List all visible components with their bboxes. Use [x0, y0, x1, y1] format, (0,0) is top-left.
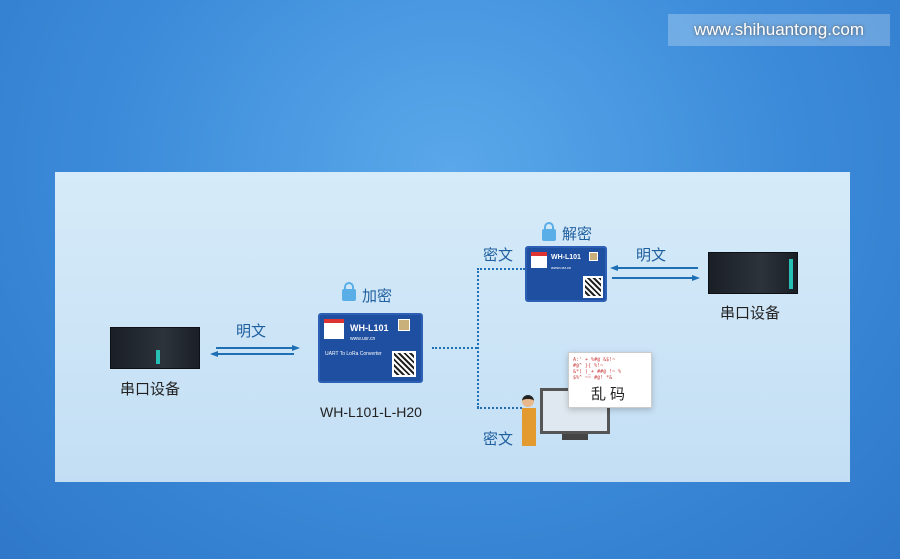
antenna-connector — [398, 319, 410, 331]
garbled-screen: A:' + %#@ &$!~#@^ }{ %!~&*( )_+ ##@ !~ %… — [568, 352, 652, 408]
lora-module-center: WH-L101 www.usr.cn UART To LoRa Converte… — [318, 313, 423, 383]
chip-url: www.usr.cn — [551, 265, 572, 270]
ciphertext-label-lower: 密文 — [483, 430, 514, 448]
monitor-stand — [562, 434, 588, 440]
branch-line — [477, 268, 479, 408]
decrypt-label: 解密 — [562, 225, 593, 243]
person-icon — [522, 395, 536, 447]
chip-url: www.usr.cn — [350, 336, 376, 342]
plaintext-label-left: 明文 — [236, 322, 267, 340]
serial-device-left — [110, 327, 200, 369]
serial-device-right — [708, 252, 798, 294]
upper-link — [477, 268, 525, 270]
chip-name: WH-L101 — [350, 323, 389, 333]
lower-link — [477, 407, 522, 409]
garbled-text: 乱码 — [590, 385, 629, 403]
unlock-icon — [542, 222, 556, 241]
serial-device-right-label: 串口设备 — [720, 304, 781, 322]
plaintext-label-right: 明文 — [636, 246, 667, 264]
usr-logo-icon — [324, 319, 344, 339]
watermark: www.shihuantong.com — [668, 14, 890, 46]
usr-logo-icon — [531, 252, 547, 268]
lock-icon — [342, 282, 356, 301]
ciphertext-label-upper: 密文 — [483, 246, 514, 264]
bidirectional-arrow-right — [610, 265, 700, 283]
dotted-link — [432, 347, 477, 349]
module-model: WH-L101-L-H20 — [320, 404, 422, 420]
qr-code-icon — [583, 276, 603, 298]
qr-code-icon — [392, 351, 416, 377]
serial-device-left-label: 串口设备 — [120, 380, 181, 398]
encrypt-label: 加密 — [362, 287, 393, 305]
antenna-connector — [589, 252, 598, 261]
bidirectional-arrow-left — [210, 342, 300, 357]
lora-module-right: WH-L101 www.usr.cn — [525, 246, 607, 302]
chip-name: WH-L101 — [551, 254, 581, 261]
chip-desc: UART To LoRa Converter — [325, 351, 382, 357]
